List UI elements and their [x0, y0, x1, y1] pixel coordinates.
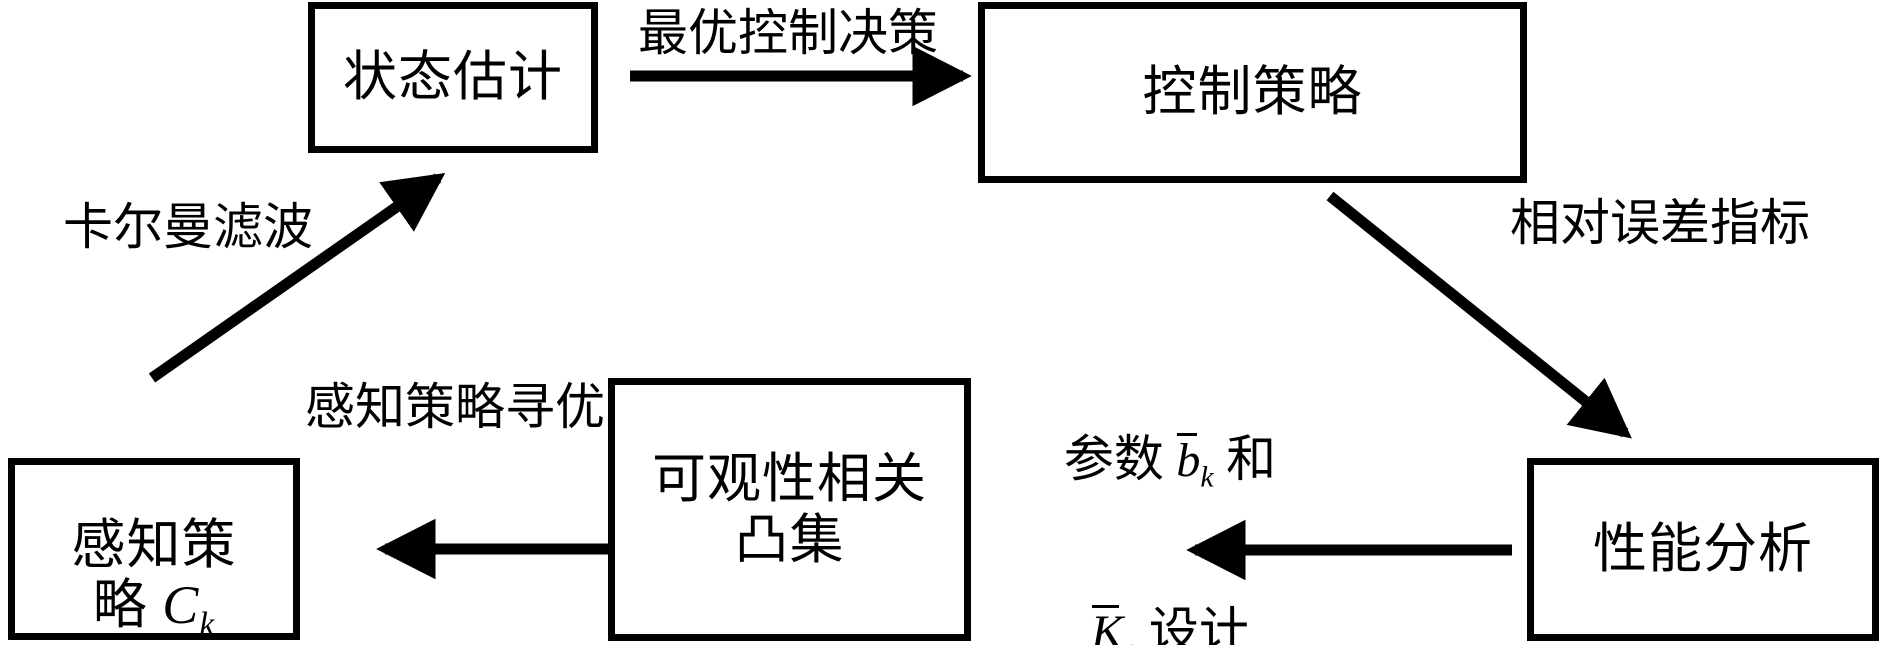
edge-label-relative-error-index: 相对误差指标 — [1510, 195, 1810, 251]
node-sensing-strategy-text: 感知策略 — [71, 514, 237, 636]
param-k-bar: Kc — [1091, 605, 1136, 645]
node-performance-analysis[interactable]: 性能分析 — [1527, 458, 1879, 641]
edge-label-parameter-design-line2: Kc 设计 — [1000, 549, 1340, 645]
node-performance-analysis-label: 性能分析 — [1593, 519, 1813, 580]
edge-label-sensing-strategy-optimization: 感知策略寻优 — [305, 379, 605, 435]
node-sensing-strategy-label: 感知策略 Ck — [15, 454, 293, 643]
edge-label-kalman-filter: 卡尔曼滤波 — [63, 199, 313, 255]
node-state-estimation[interactable]: 状态估计 — [308, 2, 598, 153]
node-observability-convex-set[interactable]: 可观性相关 凸集 — [608, 378, 971, 641]
node-sensing-strategy[interactable]: 感知策略 Ck — [8, 458, 300, 643]
node-control-strategy[interactable]: 控制策略 — [978, 2, 1527, 183]
edge-label-parameter-design-line1: 参数 bk 和 — [1063, 431, 1277, 494]
edge-label-optimal-control-decision: 最优控制决策 — [638, 5, 938, 61]
node-observability-convex-set-label: 可观性相关 凸集 — [652, 449, 927, 570]
edge-label-parameter-design: 参数 bk 和 Kc 设计 — [1000, 322, 1340, 645]
node-sensing-strategy-math: Ck — [162, 575, 216, 644]
node-state-estimation-label: 状态估计 — [343, 47, 563, 108]
param-b-bar: bk — [1176, 433, 1214, 494]
node-control-strategy-label: 控制策略 — [1142, 62, 1363, 123]
